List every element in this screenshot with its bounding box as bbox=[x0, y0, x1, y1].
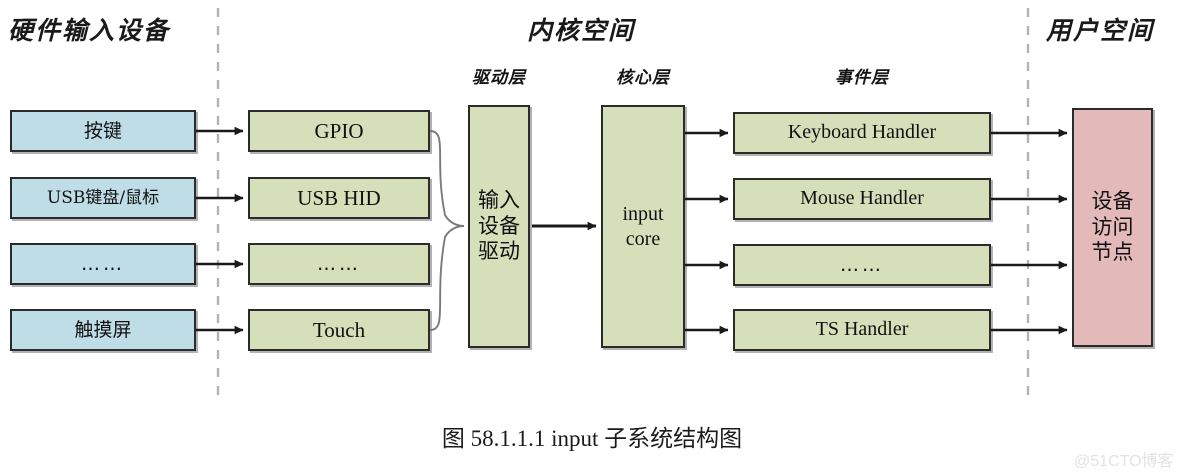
driver-layer-box[interactable]: 输入 设备 驱动 bbox=[468, 105, 530, 348]
watermark: @51CTO博客 bbox=[1074, 453, 1174, 470]
section-title-hardware: 硬件输入设备 bbox=[8, 16, 171, 45]
hardware-device-label: USB键盘/鼠标 bbox=[46, 187, 160, 208]
figure-caption: 图 58.1.1.1 input 子系统结构图 bbox=[441, 426, 743, 451]
hardware-device-box-usb[interactable]: USB键盘/鼠标 bbox=[10, 177, 196, 219]
layer-title-event: 事件层 bbox=[835, 68, 889, 88]
user-space-node-box[interactable]: 设备 访问 节点 bbox=[1072, 108, 1153, 347]
core-layer-label: input core bbox=[622, 202, 664, 250]
hardware-device-box-touchscreen[interactable]: 触摸屏 bbox=[10, 309, 196, 351]
hardware-device-label: 按键 bbox=[83, 119, 122, 142]
event-handler-label: TS Handler bbox=[815, 318, 909, 341]
event-handler-box-keyboard[interactable]: Keyboard Handler bbox=[733, 112, 991, 154]
bus-driver-label: …… bbox=[317, 252, 361, 275]
bus-driver-box-ellipsis[interactable]: …… bbox=[248, 243, 430, 285]
event-handler-box-ellipsis[interactable]: …… bbox=[733, 244, 991, 286]
bus-driver-box-usbhid[interactable]: USB HID bbox=[248, 177, 430, 219]
event-handler-label: Keyboard Handler bbox=[787, 121, 937, 144]
bus-driver-label: USB HID bbox=[297, 185, 381, 210]
event-handler-box-ts[interactable]: TS Handler bbox=[733, 309, 991, 351]
driver-layer-label: 输入 设备 驱动 bbox=[478, 188, 520, 264]
bus-driver-box-gpio[interactable]: GPIO bbox=[248, 110, 430, 152]
hardware-device-label: …… bbox=[81, 252, 125, 275]
bus-driver-label: Touch bbox=[312, 317, 366, 342]
user-space-node-label: 设备 访问 节点 bbox=[1091, 189, 1134, 265]
hardware-device-label: 触摸屏 bbox=[74, 318, 132, 341]
section-title-userspace: 用户空间 bbox=[1046, 16, 1155, 45]
bus-to-driver-brace bbox=[429, 130, 465, 331]
bus-driver-label: GPIO bbox=[314, 118, 364, 143]
event-handler-box-mouse[interactable]: Mouse Handler bbox=[733, 178, 991, 220]
layer-title-driver: 驱动层 bbox=[472, 68, 526, 88]
section-title-kernel: 内核空间 bbox=[527, 16, 636, 45]
event-handler-label: …… bbox=[840, 253, 884, 276]
event-handler-label: Mouse Handler bbox=[800, 187, 924, 210]
hardware-device-box-key[interactable]: 按键 bbox=[10, 110, 196, 152]
core-layer-box[interactable]: input core bbox=[601, 105, 685, 348]
bus-driver-box-touch[interactable]: Touch bbox=[248, 309, 430, 351]
hardware-device-box-ellipsis[interactable]: …… bbox=[10, 243, 196, 285]
layer-title-core: 核心层 bbox=[616, 68, 670, 88]
